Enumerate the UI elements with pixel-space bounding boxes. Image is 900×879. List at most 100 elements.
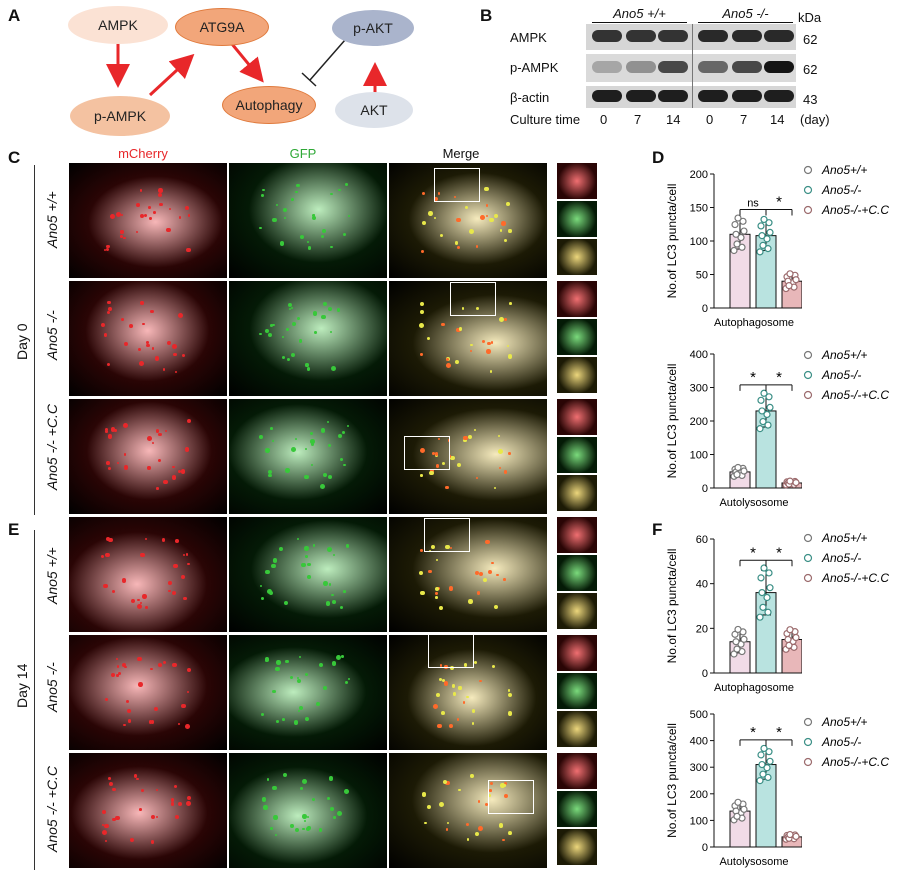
data-point [758, 232, 766, 240]
group-line-wt [592, 22, 687, 23]
puncta [323, 685, 328, 690]
puncta [341, 655, 344, 658]
data-point [764, 421, 772, 429]
blot-band [698, 90, 728, 102]
puncta [117, 665, 120, 668]
blot-band [732, 90, 762, 102]
puncta [154, 707, 159, 712]
y-tick-label: 200 [690, 789, 708, 801]
channel-label-merge: Merge [442, 146, 480, 161]
node-ampk: AMPK [68, 6, 168, 44]
puncta [296, 316, 301, 321]
micrograph-tile [388, 162, 548, 279]
kda-p-ampk: 62 [803, 62, 818, 77]
puncta [120, 230, 124, 234]
data-point [764, 773, 772, 782]
puncta [420, 310, 425, 315]
puncta [140, 601, 143, 604]
day14-bracket [34, 530, 35, 870]
y-tick-label: 50 [696, 270, 708, 282]
y-tick-label: 0 [702, 303, 708, 315]
puncta [187, 691, 190, 694]
puncta [479, 679, 482, 683]
puncta [473, 428, 476, 431]
puncta [155, 789, 158, 792]
legend-marker [803, 573, 813, 583]
puncta [104, 427, 109, 432]
puncta [296, 537, 299, 541]
micrograph-tile [68, 398, 228, 515]
zoom-crop [556, 238, 598, 276]
puncta [290, 306, 293, 309]
puncta [181, 703, 186, 708]
legend-label: Ano5+/+ [821, 163, 867, 177]
puncta [267, 778, 270, 781]
puncta [463, 435, 468, 441]
puncta [163, 660, 167, 664]
puncta [168, 207, 171, 211]
puncta [164, 430, 168, 433]
puncta [447, 439, 450, 442]
puncta [259, 226, 262, 230]
puncta [158, 459, 162, 463]
puncta [142, 322, 145, 326]
puncta [328, 776, 334, 781]
micrograph-tile [388, 516, 548, 633]
data-point [740, 467, 748, 475]
puncta [178, 722, 181, 725]
data-point [738, 243, 746, 251]
puncta [114, 815, 120, 821]
puncta [450, 455, 456, 461]
puncta [105, 537, 110, 542]
timepoint-6: 14 [770, 112, 785, 127]
puncta [307, 815, 310, 818]
zoom-region-box [428, 634, 474, 668]
data-point [734, 463, 742, 472]
puncta [292, 321, 297, 326]
puncta [469, 343, 473, 347]
puncta [321, 229, 326, 234]
puncta [302, 827, 305, 831]
puncta [498, 466, 501, 469]
puncta [477, 825, 483, 831]
puncta [434, 587, 439, 592]
puncta [345, 544, 350, 548]
puncta [489, 218, 494, 223]
puncta [157, 432, 162, 437]
puncta [307, 562, 311, 566]
puncta [428, 211, 434, 217]
puncta [185, 553, 189, 557]
data-point [763, 235, 771, 243]
blot-band [698, 30, 728, 42]
blot-band [592, 30, 622, 42]
puncta [136, 777, 139, 781]
puncta [272, 217, 277, 223]
puncta [332, 554, 335, 557]
data-point [764, 608, 772, 616]
y-tick-label: 150 [690, 203, 708, 215]
data-point [758, 588, 766, 597]
puncta [296, 183, 300, 187]
data-point [760, 215, 768, 224]
puncta [271, 439, 275, 443]
data-point [756, 248, 764, 256]
puncta [445, 828, 448, 831]
y-tick-label: 40 [696, 579, 708, 591]
micrograph-tile [388, 280, 548, 397]
inhibit-bar [301, 72, 317, 87]
puncta [125, 699, 129, 703]
puncta [187, 562, 190, 566]
puncta [331, 661, 337, 666]
puncta [337, 811, 342, 817]
legend-label: Ano5-/-+C.C [821, 388, 889, 402]
puncta [100, 322, 106, 328]
puncta [159, 202, 164, 207]
puncta [427, 805, 432, 810]
puncta [442, 462, 446, 466]
data-point [731, 220, 739, 229]
data-point [757, 222, 765, 230]
puncta [503, 781, 508, 786]
puncta [187, 214, 191, 217]
blot-band [732, 61, 762, 73]
puncta [429, 470, 434, 475]
